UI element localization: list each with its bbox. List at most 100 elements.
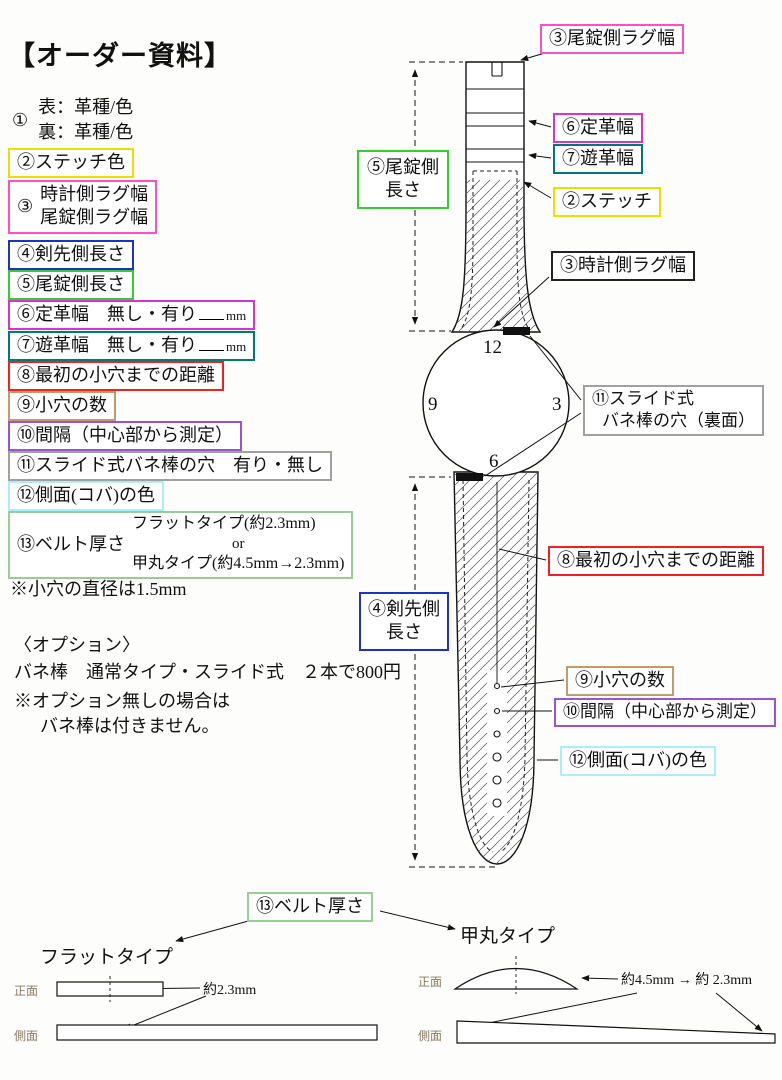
diagram-label-fixed-keeper: ⑥定革幅 (553, 113, 643, 144)
buckle-side-length-line2: 長さ (385, 180, 421, 201)
spec-item-tip-length: ④剣先側長さ (8, 240, 134, 271)
spec-item-hole-count: ⑨小穴の数 (8, 391, 116, 422)
keeper-lines (466, 88, 524, 163)
flat-type-title: フラットタイプ (40, 947, 174, 968)
cross-sections (56, 967, 776, 1044)
fixed-keeper-label: ⑥定革幅 無し・有り (17, 304, 197, 324)
edge-color-text: ⑫側面(コバ)の色 (569, 750, 707, 770)
belt-thickness-label: ⑬ベルト厚さ (17, 533, 125, 554)
buckle-side-length-line1: ⑤尾錠側 (367, 157, 439, 177)
watch-numeral-12: 12 (483, 337, 502, 358)
round-front-view (453, 967, 579, 990)
diagram-label-hole-count: ⑨小穴の数 (566, 666, 674, 697)
loose-keeper-label: ⑦遊革幅 無し・有り (17, 335, 197, 355)
flat-side-view (56, 1024, 378, 1041)
round-side-view (456, 1020, 776, 1044)
spec-item-first-hole: ⑧最初の小穴までの距離 (8, 361, 224, 392)
stitch-text: ②ステッチ (562, 191, 652, 211)
watch-lug-width-text: ③時計側ラグ幅 (560, 255, 686, 275)
measurement-lines (409, 61, 497, 868)
loose-keeper-text: ⑦遊革幅 (562, 148, 634, 168)
first-hole-label: ⑧最初の小穴までの距離 (17, 365, 215, 385)
flat-side-view-label: 側面 (14, 1029, 39, 1043)
buckle-lug-width-text: ③尾錠側ラグ幅 (549, 28, 675, 48)
hole-diameter-note: ※小穴の直径は1.5mm (10, 579, 187, 599)
spec-item-belt-thickness: ⑬ベルト厚さ フラットタイプ(約2.3mm) or 甲丸タイプ(約4.5mm→2… (8, 511, 354, 580)
buckle-length-label: ⑤尾錠側長さ (17, 274, 125, 294)
spring-bar-slot-top (503, 327, 530, 335)
buckle-side-lug-label: 尾錠側ラグ幅 (40, 207, 149, 228)
stitch-color-label: ②ステッチ色 (17, 152, 125, 172)
watch-side-lug-label: 時計側ラグ幅 (40, 184, 149, 204)
slide-spring-bar-line1: ⑪スライド式 (592, 389, 694, 408)
or-label: or (231, 535, 245, 552)
round-front-view-label: 正面 (418, 975, 443, 989)
round-type-title: 甲丸タイプ (460, 926, 556, 947)
spec-item-interval: ⑩間隔（中心部から測定） (8, 421, 242, 452)
watch-numeral-6: 6 (489, 451, 499, 472)
option-price-note: バネ棒 通常タイプ・スライド式 ２本で800円 (14, 662, 401, 682)
first-hole-distance-text: ⑧最初の小穴までの距離 (557, 550, 755, 570)
option-note-line1: ※オプション無しの場合は (14, 691, 230, 711)
diagram-label-stitch: ②ステッチ (553, 187, 661, 218)
diagram-label-watch-lug-width: ③時計側ラグ幅 (551, 251, 695, 282)
tip-side-strap (453, 471, 539, 865)
tip-side-length-line2: 長さ (386, 622, 422, 643)
bottom-label-belt-thickness: ⑬ベルト厚さ (247, 892, 373, 923)
tip-side-length-line1: ④剣先側 (368, 599, 440, 619)
option-title: 〈オプション〉 (14, 635, 140, 655)
diagram-label-first-hole-distance: ⑧最初の小穴までの距離 (548, 546, 764, 577)
hole-count-label: ⑨小穴の数 (17, 395, 107, 415)
round-thickness-value: 約4.5mm → 約 2.3mm (621, 973, 753, 988)
page-title: 【オーダー資料】 (8, 41, 232, 71)
interval-text: ⑩間隔（中心部から測定） (563, 702, 767, 721)
item-number-3: ③ (17, 195, 34, 216)
mm-unit: mm (226, 308, 247, 323)
round-type-option: 甲丸タイプ(約4.5mm→2.3mm) (132, 555, 345, 573)
flat-front-view-label: 正面 (14, 984, 39, 998)
option-note-line2: バネ棒は付きません。 (40, 716, 220, 736)
spec-item-stitch-color: ②ステッチ色 (8, 148, 134, 179)
buckle-slit (491, 62, 503, 77)
diagram-label-buckle-lug-width: ③尾錠側ラグ幅 (540, 24, 684, 55)
belt-thickness-text: ⑬ベルト厚さ (256, 896, 364, 916)
cross-section-center-lines (109, 956, 517, 1002)
buckle-side-strap (450, 61, 542, 333)
diagram-label-buckle-side-length: ⑤尾錠側 長さ (357, 150, 449, 209)
adjustment-holes (492, 682, 502, 808)
spec-item-edge-color: ⑫側面(コバ)の色 (8, 481, 164, 512)
interval-label: ⑩間隔（中心部から測定） (17, 425, 233, 445)
fill-in-blank (199, 306, 224, 320)
round-side-view-label: 側面 (418, 1029, 443, 1043)
edge-color-label: ⑫側面(コバ)の色 (17, 485, 155, 505)
tip-length-label: ④剣先側長さ (17, 244, 125, 264)
flat-thickness-value: 約2.3mm (203, 983, 257, 998)
stitch-lines-top (460, 170, 530, 330)
spec-item-loose-keeper: ⑦遊革幅 無し・有り mm (8, 331, 256, 362)
fixed-keeper-text: ⑥定革幅 (562, 117, 634, 137)
spec-item-buckle-length: ⑤尾錠側長さ (8, 270, 134, 301)
spring-bar-slot-bottom (456, 473, 483, 481)
spec-item-lug-widths: ③ 時計側ラグ幅 尾錠側ラグ幅 (8, 180, 158, 234)
item-number-1: ① (12, 109, 29, 130)
diagram-label-slide-spring-bar: ⑪スライド式 バネ棒の穴（裏面） (583, 385, 764, 437)
diagram-label-edge-color: ⑫側面(コバ)の色 (560, 746, 716, 777)
flat-type-option: フラットタイプ(約2.3mm) (132, 515, 316, 532)
diagram-label-tip-side-length: ④剣先側 長さ (359, 592, 449, 651)
spec-item-fixed-keeper: ⑥定革幅 無し・有り mm (8, 300, 256, 331)
spec-item-leather: ① 表：革種/色 裏：革種/色 (12, 95, 133, 145)
diagram-label-loose-keeper: ⑦遊革幅 (553, 144, 643, 175)
slide-spring-bar-line2: バネ棒の穴（裏面） (602, 411, 755, 431)
watch-numeral-3: 3 (552, 394, 562, 415)
leather-back-label: 裏：革種/色 (38, 122, 134, 143)
watch-face (422, 327, 570, 481)
hole-count-text: ⑨小穴の数 (575, 670, 665, 690)
fill-in-blank (199, 337, 224, 351)
spec-item-slide-hole: ⑪スライド式バネ棒の穴 有り・無し (8, 451, 332, 482)
mm-unit: mm (226, 339, 247, 354)
diagram-label-interval: ⑩間隔（中心部から測定） (554, 698, 776, 728)
stitch-lines-bottom (462, 479, 530, 853)
leather-front-label: 表：革種/色 (38, 97, 134, 117)
